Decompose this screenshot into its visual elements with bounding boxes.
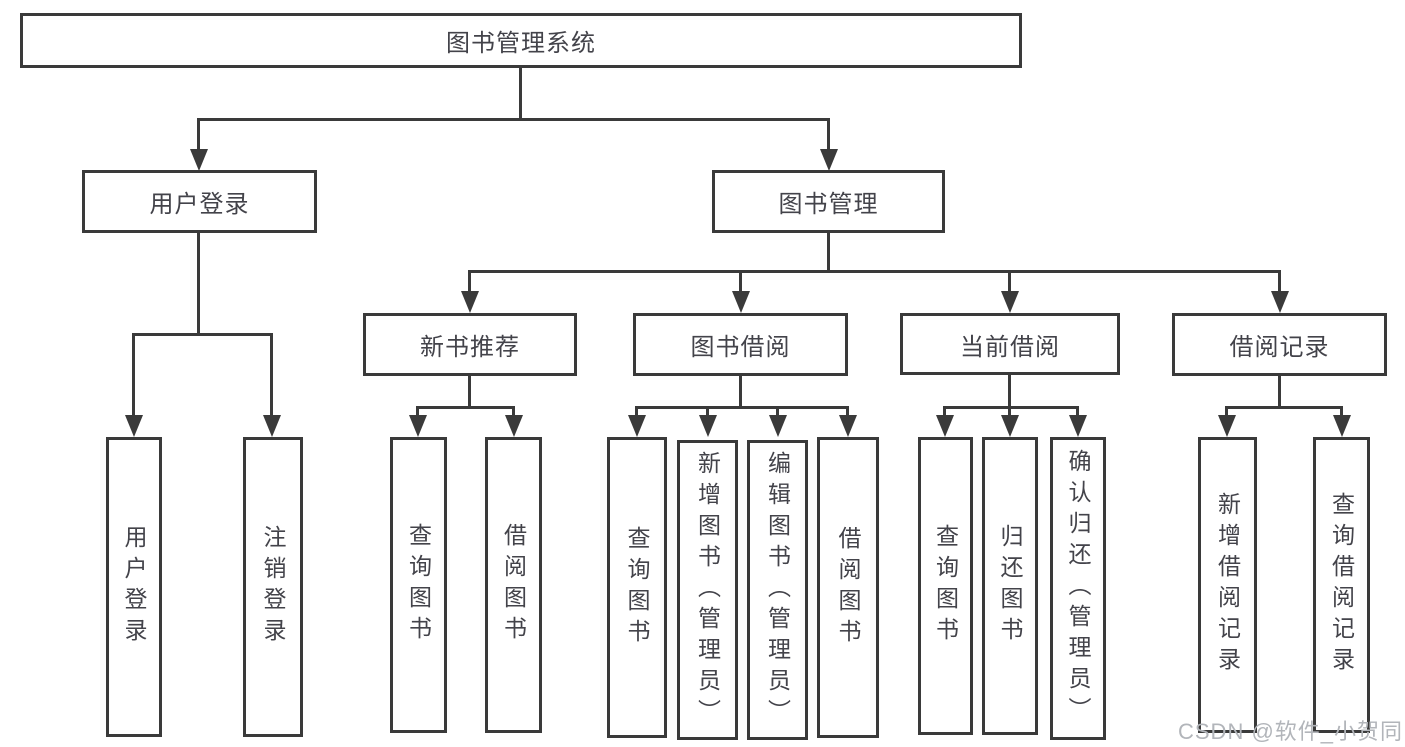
connector-line [468, 376, 471, 409]
arrow-down-icon [628, 415, 646, 437]
arrow-down-icon [1001, 415, 1019, 437]
arrow-down-icon [820, 149, 838, 171]
connector-line [132, 333, 135, 415]
arrow-down-icon [1001, 291, 1019, 313]
connector-line [519, 68, 522, 119]
connector-line [1225, 406, 1228, 415]
connector-line [636, 406, 848, 409]
leaf-return-books: 归还图书 [982, 437, 1038, 735]
connector-line [1340, 406, 1343, 415]
connector-line [635, 406, 638, 415]
arrow-down-icon [769, 415, 787, 437]
connector-line [270, 333, 273, 415]
node-library-management-system: 图书管理系统 [20, 13, 1022, 68]
connector-line [739, 270, 742, 292]
leaf-edit-books-admin: 编辑图书（管理员） [747, 440, 808, 740]
arrow-down-icon [190, 149, 208, 171]
node-book-management: 图书管理 [712, 170, 945, 233]
arrow-down-icon [263, 415, 281, 437]
connector-line [469, 270, 1281, 273]
connector-line [943, 406, 946, 415]
arrow-down-icon [1271, 291, 1289, 313]
connector-line [416, 406, 419, 415]
connector-line [512, 406, 515, 415]
connector-line [827, 118, 830, 150]
connector-line [417, 406, 515, 409]
connector-line [706, 406, 709, 415]
connector-line [827, 233, 830, 273]
arrow-down-icon [1333, 415, 1351, 437]
leaf-borrow-books: 借阅图书 [817, 437, 879, 738]
connector-line [1008, 375, 1011, 409]
leaf-confirm-return-admin: 确认归还（管理员） [1050, 437, 1106, 740]
leaf-add-borrowing-record: 新增借阅记录 [1198, 437, 1257, 733]
connector-line [1278, 376, 1281, 409]
connector-line [1278, 270, 1281, 292]
leaf-logout-login: 注销登录 [243, 437, 303, 737]
arrow-down-icon [699, 415, 717, 437]
arrow-down-icon [732, 291, 750, 313]
connector-line [1226, 406, 1342, 409]
leaf-add-books-admin: 新增图书（管理员） [677, 440, 738, 740]
leaf-query-books-borrowing: 查询图书 [607, 437, 667, 738]
leaf-query-borrowing-record: 查询借阅记录 [1313, 437, 1370, 733]
arrow-down-icon [461, 291, 479, 313]
connector-line [468, 270, 471, 292]
node-book-borrowing: 图书借阅 [633, 313, 848, 376]
arrow-down-icon [125, 415, 143, 437]
arrow-down-icon [505, 415, 523, 437]
connector-line [846, 406, 849, 415]
arrow-down-icon [1069, 415, 1087, 437]
node-borrowing-records: 借阅记录 [1172, 313, 1387, 376]
connector-line [776, 406, 779, 415]
node-user-login: 用户登录 [82, 170, 317, 233]
connector-line [1008, 270, 1011, 292]
arrow-down-icon [1218, 415, 1236, 437]
arrow-down-icon [839, 415, 857, 437]
leaf-query-books-recommend: 查询图书 [390, 437, 447, 733]
connector-line [739, 376, 742, 409]
connector-line [1076, 406, 1079, 415]
leaf-borrow-books-recommend: 借阅图书 [485, 437, 542, 733]
arrow-down-icon [936, 415, 954, 437]
connector-line [197, 118, 200, 150]
connector-line [944, 406, 1079, 409]
leaf-user-login: 用户登录 [106, 437, 162, 737]
connector-line [1008, 406, 1011, 415]
csdn-watermark: CSDN @软件_小贺同学 [1178, 719, 1404, 744]
arrow-down-icon [409, 415, 427, 437]
connector-line [197, 233, 200, 335]
node-current-borrowing: 当前借阅 [900, 313, 1120, 375]
node-new-book-recommendation: 新书推荐 [363, 313, 577, 376]
leaf-query-books-current: 查询图书 [918, 437, 973, 735]
connector-line [133, 333, 273, 336]
connector-line [198, 118, 830, 121]
